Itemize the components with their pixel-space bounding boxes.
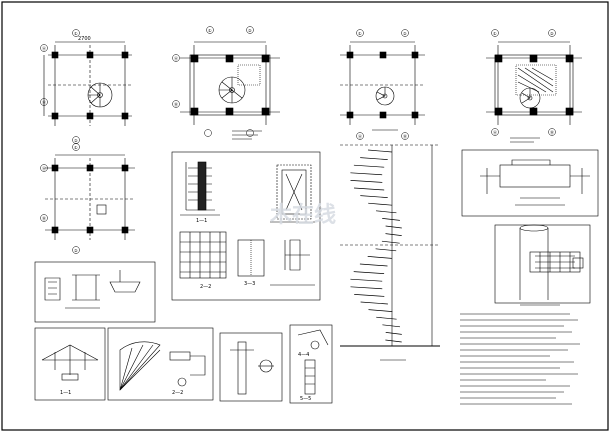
plan-3 [340,41,425,125]
plan-4 [486,41,582,125]
plan-1: 2700 [43,36,132,126]
stair-tread [350,180,383,183]
stair-tread [353,164,385,168]
stair-tread [382,218,400,221]
stair-tread [376,316,397,320]
stair-tread [354,294,385,297]
grid-bubble-1: ① [493,31,497,36]
stair-tread [367,149,393,153]
stair-tread [360,301,388,305]
stair-tread [375,210,397,214]
stair-tread [360,195,388,198]
grid-bubble-2: ② [74,248,78,253]
plan-1-bubbles [40,29,80,144]
grid-bubble-1: ① [74,31,78,36]
grid-bubble-1: ① [74,145,78,150]
plan-5 [45,154,135,240]
stair-tread [353,271,385,274]
stair-tread [368,202,393,206]
grid-bubble-a: Ⓐ [493,129,497,135]
section-mark-f: 4—4 [298,352,309,358]
plan-4-bubbles [491,29,556,136]
plan-4-caption [510,137,540,143]
detail-bottom-3 [219,332,283,402]
detail-panel-left-middle [34,261,156,323]
grid-bubble-a: Ⓐ [42,165,46,171]
stair-elevation [340,144,440,347]
stair-tread [360,157,388,160]
svg-text:2700: 2700 [78,36,91,42]
detail-panel-right-top [461,149,599,217]
plan-2 [180,41,280,125]
grid-bubble-2: ② [550,31,554,36]
detail-panel-right-bottom [494,224,591,304]
detail-bottom-2 [107,327,214,401]
stair-tread [375,248,397,252]
stair-tread [385,225,402,229]
stair-tread [368,309,393,312]
stair-tread [385,332,402,335]
grid-bubble-b: Ⓑ [42,215,46,221]
detail-bottom-4 [289,324,333,404]
grid-bubble-b: Ⓑ [42,99,46,105]
stair-tread [350,172,383,176]
grid-bubble-a: Ⓐ [358,133,362,139]
plan-2-caption [232,130,262,140]
plan-2-bubbles [172,26,254,137]
stair-tread [350,286,383,290]
stair-tread [350,278,383,282]
grid-bubble-2: ② [248,28,252,33]
design-notes-block [460,313,580,405]
section-mark-g: 5—5 [300,396,311,402]
section-mark-d: 1—1 [60,390,71,396]
grid-bubble-b: Ⓑ [174,101,178,107]
stair-tread [359,263,388,267]
stair-tread [381,240,400,244]
watermark: 木在线 [269,202,336,228]
grid-bubble-b: Ⓑ [550,129,554,135]
grid-bubble-a: Ⓐ [174,55,178,61]
grid-bubble-1: ① [358,31,362,36]
grid-bubble-2: ② [403,31,407,36]
stair-tread [382,324,401,328]
grid-bubble-a: Ⓐ [42,45,46,51]
detail-bottom-1 [34,327,106,401]
stair-tread [367,256,392,259]
section-mark-e: 2—2 [172,390,183,396]
grid-bubble-2: ② [74,138,78,143]
plan-3-bubbles [356,29,409,140]
section-mark-c: 3—3 [244,281,255,287]
stair-tread [385,339,402,343]
detail-panel-center [171,151,321,301]
plan-5-bubbles [40,143,80,254]
section-mark-b: 2—2 [200,284,211,290]
stair-tread [353,187,385,191]
section-mark-a: 1—1 [196,218,207,224]
stair-tread [385,233,402,236]
grid-bubble-1: ① [208,28,212,33]
stair-treads [350,149,402,343]
grid-bubble-b: Ⓑ [403,133,407,139]
